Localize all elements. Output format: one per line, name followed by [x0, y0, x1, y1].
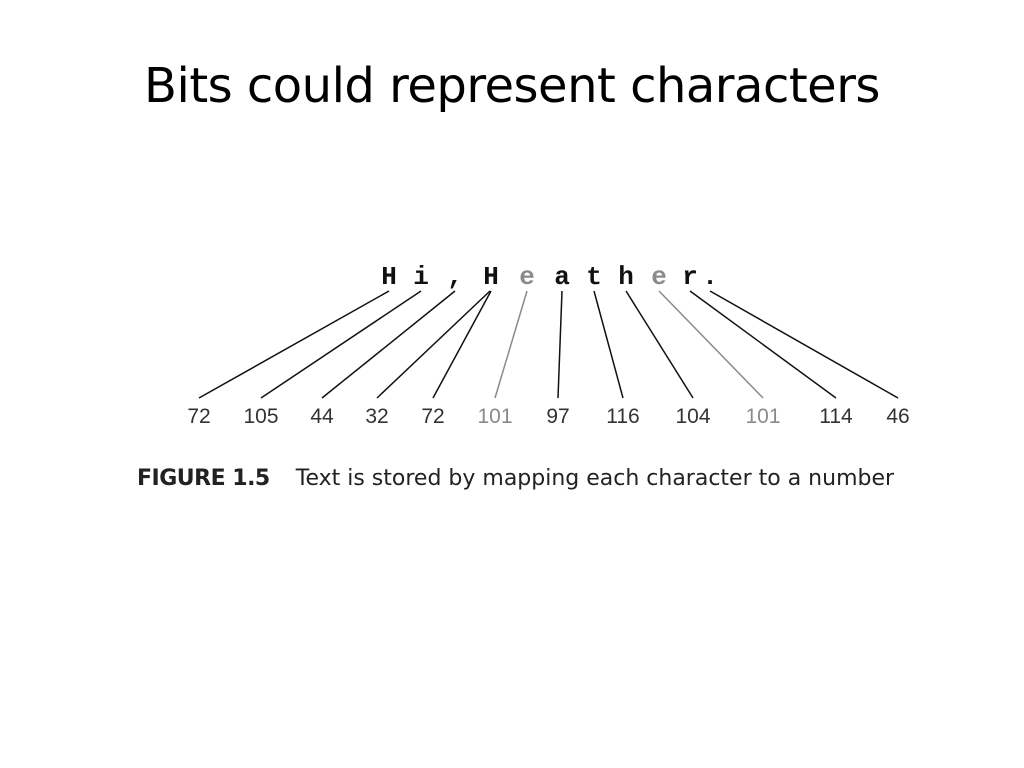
character-code: 104: [675, 405, 710, 428]
character-code: 105: [243, 405, 278, 428]
figure-caption-text: Text is stored by mapping each character…: [295, 466, 895, 491]
source-character: H: [381, 262, 397, 292]
source-character: r: [682, 262, 698, 292]
figure-caption-label: FIGURE 1.5: [137, 466, 270, 491]
mapping-line: [689, 290, 837, 399]
mapping-line: [376, 290, 491, 399]
character-code: 97: [546, 405, 569, 428]
source-character: a: [554, 262, 570, 292]
source-character: i: [413, 262, 429, 292]
character-code: 32: [365, 405, 388, 428]
mapping-line: [321, 290, 456, 399]
character-code: 101: [477, 405, 512, 428]
figure-caption: FIGURE 1.5 Text is stored by mapping each…: [137, 466, 894, 491]
character-code: 101: [745, 405, 780, 428]
character-code: 116: [606, 405, 639, 428]
mapping-line: [593, 290, 624, 399]
source-character: H: [483, 262, 499, 292]
source-character: e: [519, 262, 535, 292]
character-code: 46: [886, 405, 909, 428]
mapping-line: [494, 290, 528, 399]
source-character: e: [651, 262, 667, 292]
source-character: t: [586, 262, 602, 292]
mapping-line: [432, 290, 492, 399]
mapping-line: [198, 290, 390, 399]
source-character: h: [618, 262, 634, 292]
character-code: 72: [421, 405, 444, 428]
mapping-line: [625, 290, 694, 399]
character-code: 114: [819, 405, 853, 428]
character-code: 72: [187, 405, 210, 428]
source-character: .: [702, 262, 718, 292]
slide-title: Bits could represent characters: [144, 58, 880, 114]
character-code: 44: [310, 405, 334, 428]
mapping-line: [557, 290, 563, 399]
mapping-line: [260, 290, 422, 399]
mapping-line: [709, 290, 899, 399]
source-character: ,: [447, 262, 463, 292]
mapping-line: [658, 290, 764, 399]
